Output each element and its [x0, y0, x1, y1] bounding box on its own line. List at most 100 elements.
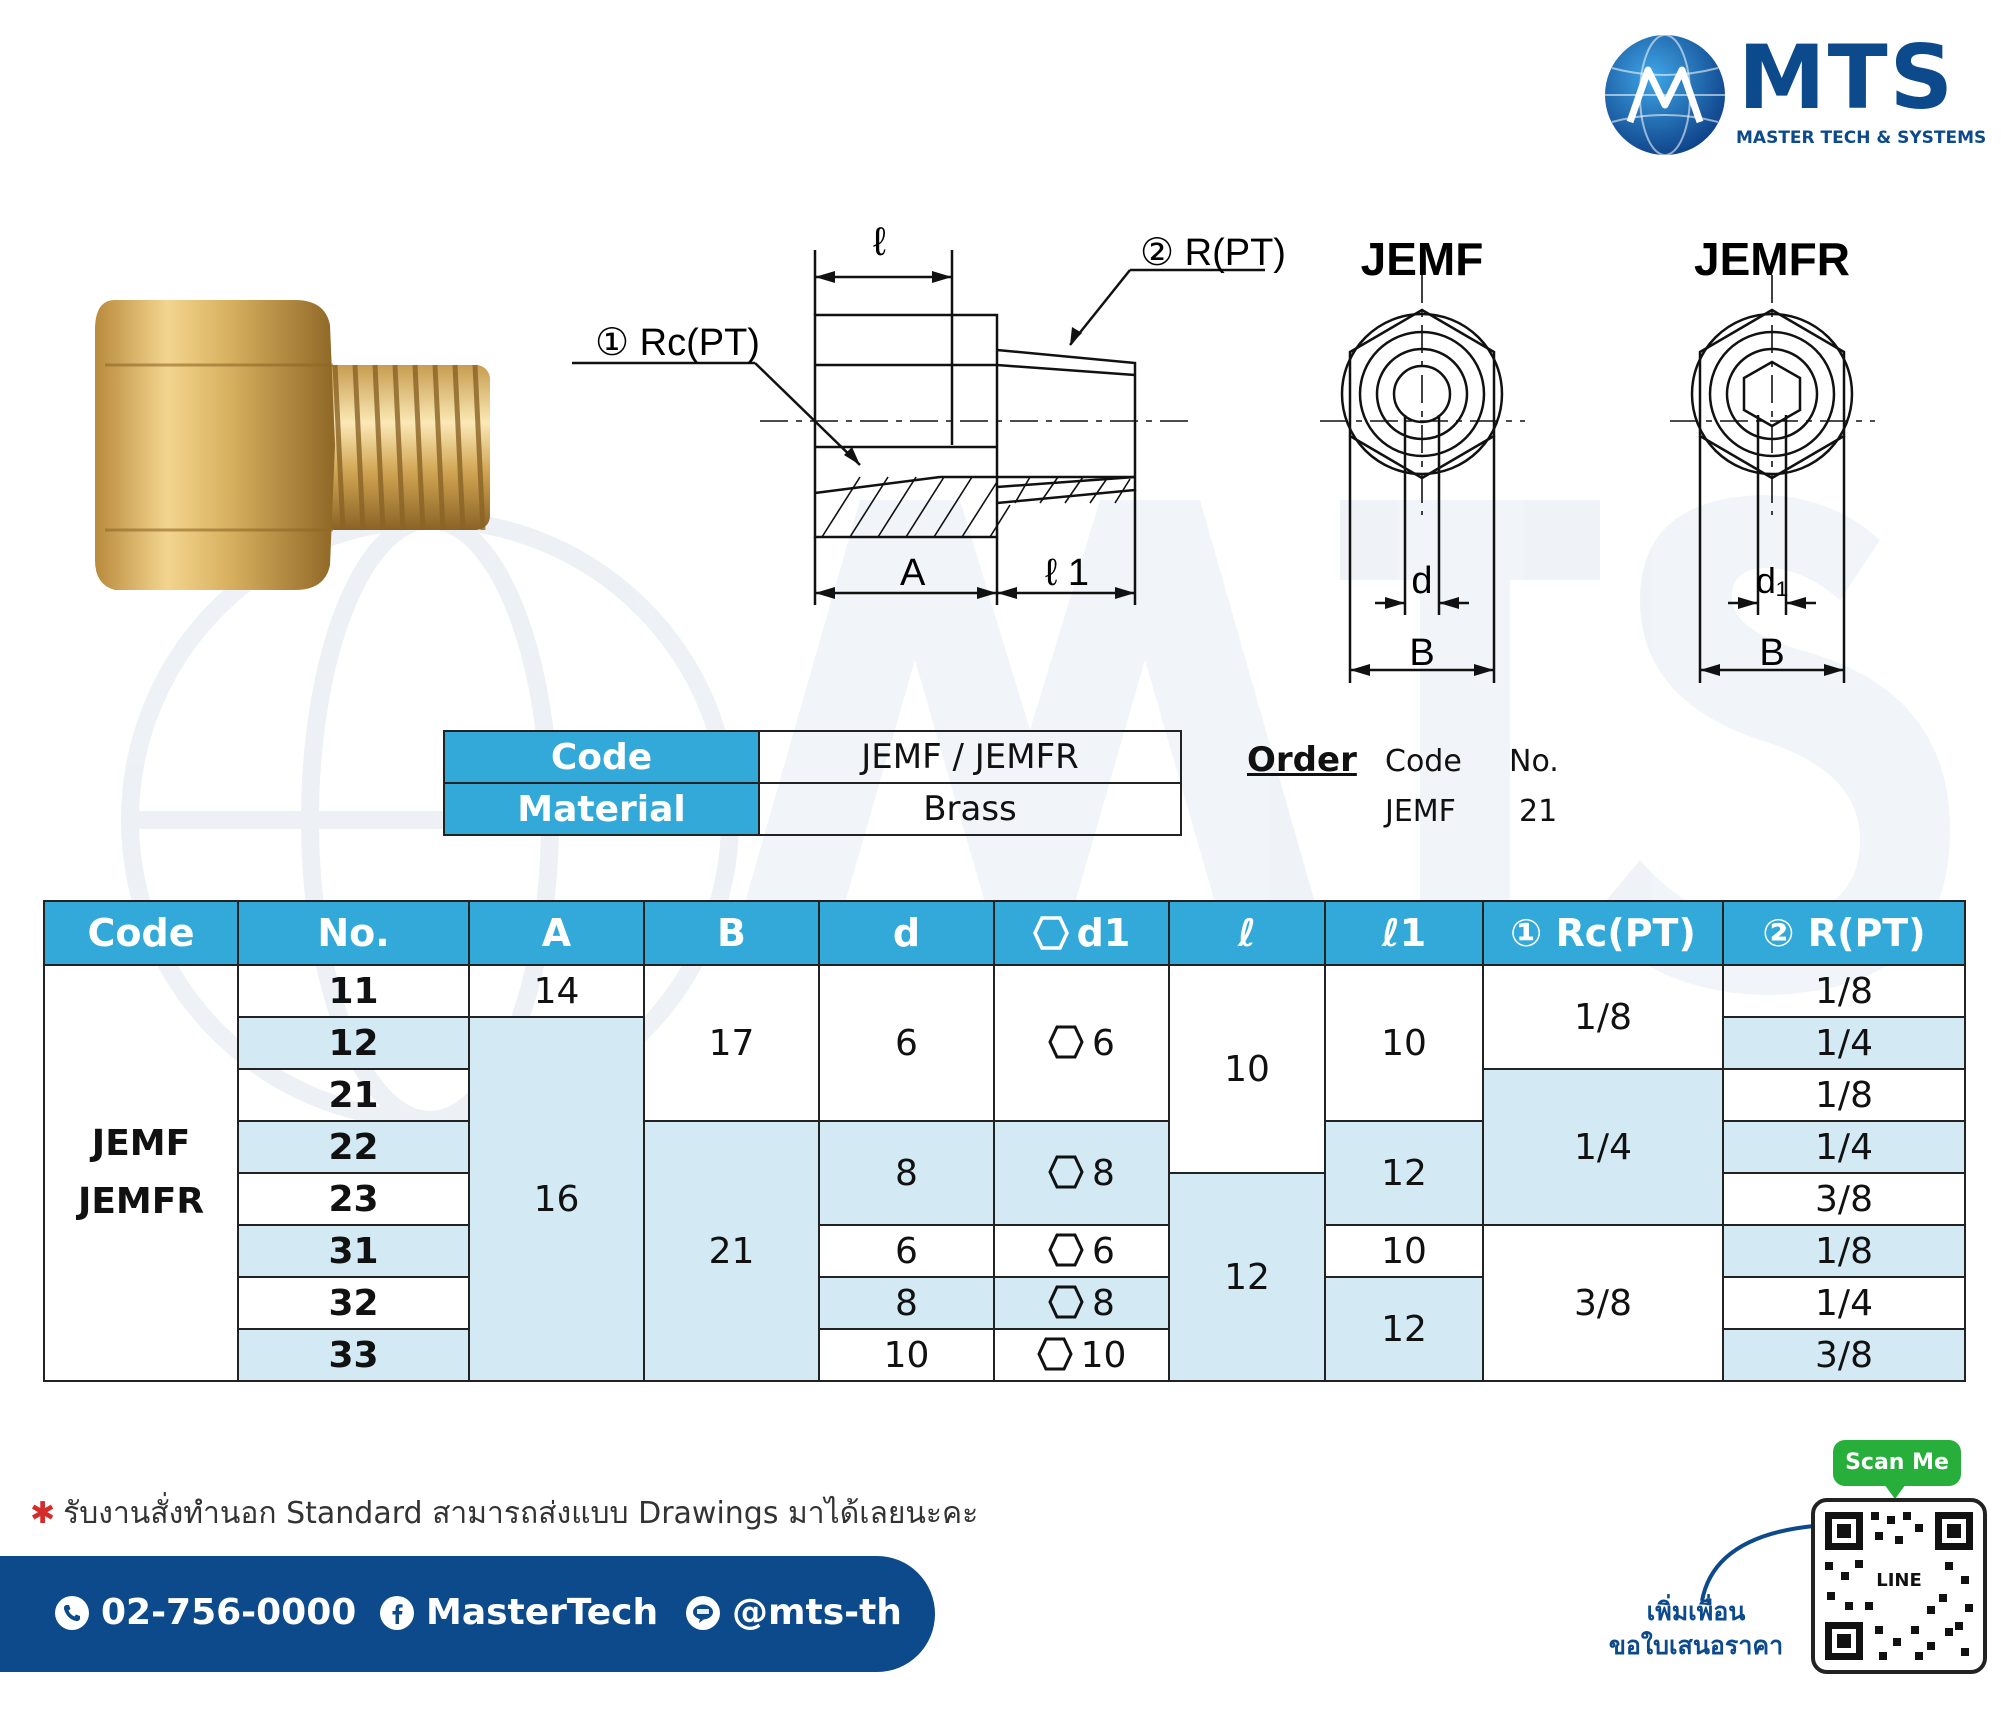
order-no-header: No.	[1509, 744, 1559, 779]
line-qr-code[interactable]: LINE	[1811, 1498, 1987, 1674]
speech-tail-icon	[1884, 1484, 1906, 1499]
brand-tagline: MASTER TECH & SYSTEMS	[1736, 128, 1987, 148]
hexagon-icon	[1048, 1025, 1084, 1058]
header-d1-text: d1	[1076, 911, 1131, 955]
order-code-header: Code	[1385, 744, 1462, 779]
header-b: B	[643, 900, 820, 966]
code-value: JEMF / JEMFR	[758, 730, 1182, 784]
header-a: A	[468, 900, 645, 966]
cell-r: 3/8	[1722, 1172, 1966, 1226]
table-row: 32 8 8 12 1/4	[44, 1276, 1966, 1382]
cell-a: 14	[468, 964, 645, 1018]
qr-code-icon	[1825, 1512, 1973, 1660]
cell-b: 21	[643, 1120, 820, 1382]
cell-r: 1/4	[1722, 1120, 1966, 1174]
cell-d1: 8	[993, 1276, 1170, 1330]
header-l1: ℓ1	[1324, 900, 1484, 966]
header-no: No.	[237, 900, 470, 966]
cell-no: 22	[237, 1120, 470, 1174]
facebook-name: MasterTech	[426, 1592, 659, 1633]
asterisk-icon: ✱	[30, 1496, 56, 1531]
code-label: Code	[443, 730, 760, 784]
cell-no: 31	[237, 1224, 470, 1278]
cell-l1: 10	[1324, 964, 1484, 1122]
cell-d1-value: 6	[1092, 1230, 1115, 1272]
cell-l: 12	[1168, 1172, 1326, 1382]
table-row: 12 16 1/4	[44, 1016, 1966, 1382]
line-contact[interactable]: @mts-th	[686, 1592, 902, 1633]
cell-d1-value: 10	[1080, 1334, 1127, 1376]
label-d: d	[1411, 560, 1432, 602]
cell-rc: 3/8	[1482, 1224, 1724, 1382]
cell-r: 1/8	[1722, 1224, 1966, 1278]
header-l: ℓ	[1168, 900, 1326, 966]
material-label: Material	[443, 782, 760, 836]
brand-logo: MTS MASTER TECH & SYSTEMS	[1600, 26, 1986, 160]
note-text: รับงานสั่งทำนอก Standard สามารถส่งแบบ Dr…	[63, 1496, 979, 1531]
cell-no: 32	[237, 1276, 470, 1330]
cell-d: 6	[818, 964, 995, 1122]
cell-d1: 6	[993, 964, 1170, 1122]
label-l1: ℓ 1	[1045, 552, 1089, 594]
cell-d1-value: 8	[1092, 1152, 1115, 1194]
hexagon-icon	[1032, 916, 1069, 950]
cell-l1: 12	[1324, 1276, 1484, 1382]
header-d: d	[818, 900, 995, 966]
table-row: 22 21 8 8 12 1/4	[44, 1120, 1966, 1382]
add-friend-text: เพิ่มเพื่อน ขอใบเสนอราคา	[1576, 1595, 1816, 1663]
order-title: Order	[1247, 740, 1357, 780]
label-a: A	[900, 552, 926, 594]
hexagon-icon	[1048, 1285, 1084, 1318]
label-port1: ① Rc(PT)	[595, 322, 760, 364]
line-qr-block: Scan Me LINE เพิ่มเพื่อน ขอใบเสนอราคา	[1576, 1440, 1987, 1680]
phone-icon	[55, 1595, 89, 1630]
spec-info-table: Code JEMF / JEMFR Material Brass	[443, 730, 1182, 836]
label-port2: ② R(PT)	[1140, 232, 1286, 274]
cell-b: 17	[643, 964, 820, 1122]
cell-r: 3/8	[1722, 1328, 1966, 1382]
table-row: 31 6 6 10 3/8 1/8	[44, 1224, 1966, 1382]
header-code: Code	[43, 900, 239, 966]
globe-logo-icon	[1605, 34, 1725, 156]
title-jemf: JEMF	[1361, 233, 1484, 285]
scan-me-badge: Scan Me	[1833, 1440, 1961, 1486]
cell-r: 1/8	[1722, 964, 1966, 1018]
header-rc: ① Rc(PT)	[1482, 900, 1724, 966]
hexagon-icon	[1048, 1155, 1084, 1188]
curved-arrow-icon	[1700, 1524, 1815, 1602]
info-row-code: Code JEMF / JEMFR	[443, 730, 1182, 784]
cell-d1: 10	[993, 1328, 1170, 1382]
cell-d1: 8	[993, 1120, 1170, 1226]
custom-order-note: ✱รับงานสั่งทำนอก Standard สามารถส่งแบบ D…	[30, 1490, 978, 1537]
header-r: ② R(PT)	[1722, 900, 1966, 966]
technical-drawing: ℓ ② R(PT) ① Rc(PT) A ℓ 1 JEMF JEMFR d d₁…	[572, 220, 1875, 683]
order-code-value: JEMF	[1385, 794, 1456, 829]
cell-l1: 10	[1324, 1224, 1484, 1278]
facebook-contact[interactable]: MasterTech	[380, 1592, 658, 1633]
label-b: B	[1409, 632, 1434, 674]
cell-l: 10	[1168, 964, 1326, 1174]
label-b-2: B	[1759, 632, 1784, 674]
table-header-row: Code No. A B d d1 ℓ ℓ1 ① Rc(PT) ② R(PT)	[43, 900, 1966, 966]
line-app-icon	[686, 1595, 720, 1630]
material-value: Brass	[758, 782, 1182, 836]
hexagon-icon	[1036, 1337, 1073, 1370]
title-jemfr: JEMFR	[1694, 233, 1850, 285]
code-line-jemfr: JEMFR	[77, 1181, 205, 1222]
cell-r: 1/8	[1722, 1068, 1966, 1122]
dimension-table: Code No. A B d d1 ℓ ℓ1 ① Rc(PT) ② R(PT) …	[43, 900, 1966, 1382]
order-no-value: 21	[1519, 794, 1558, 829]
contact-bar: 02-756-0000 MasterTech @mts-th	[0, 1556, 935, 1672]
cell-d: 8	[818, 1120, 995, 1226]
add-friend-line1: เพิ่มเพื่อน	[1646, 1597, 1746, 1626]
info-row-material: Material Brass	[443, 782, 1182, 836]
brand-name: MTS	[1738, 26, 1955, 129]
phone-contact[interactable]: 02-756-0000	[55, 1592, 356, 1633]
cell-no: 23	[237, 1172, 470, 1226]
table-row: 33 10 10 3/8	[44, 1328, 1966, 1382]
cell-rc: 1/4	[1482, 1068, 1724, 1226]
cell-l1: 12	[1324, 1120, 1484, 1226]
line-id: @mts-th	[732, 1592, 902, 1633]
